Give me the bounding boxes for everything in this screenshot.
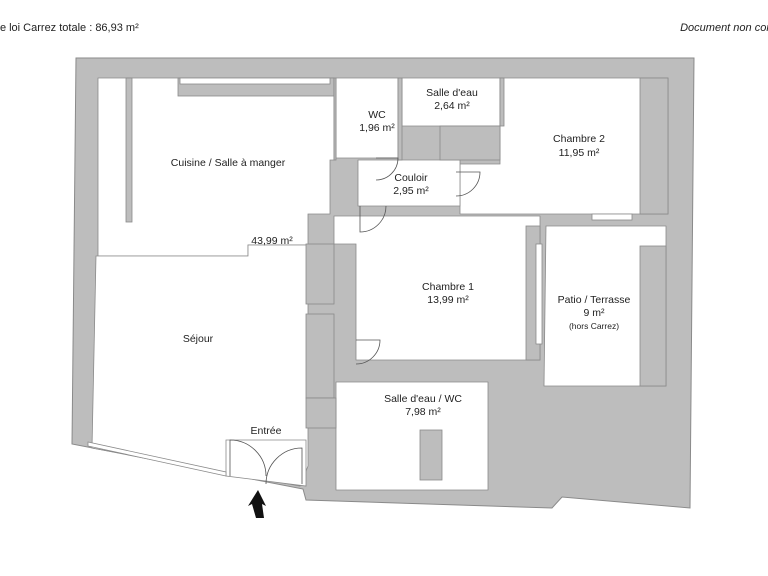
label-salle-eau-area: 2,64 m² xyxy=(434,100,470,112)
label-patio-name: Patio / Terrasse xyxy=(558,294,631,306)
windows xyxy=(87,77,633,477)
label-salle-eau-wc-area: 7,98 m² xyxy=(405,406,441,418)
floor-salle-eau-wc xyxy=(335,381,489,491)
floor-wc xyxy=(335,77,399,159)
window-patio xyxy=(535,243,543,345)
label-patio-note: (hors Carrez) xyxy=(569,321,619,331)
label-cuisine-area: 43,99 m² xyxy=(251,235,293,247)
door-chambre1 xyxy=(359,205,387,233)
window-chambre2 xyxy=(591,213,633,221)
floor-sejour xyxy=(91,244,309,487)
label-wc-area: 1,96 m² xyxy=(359,122,395,134)
label-entree-name: Entrée xyxy=(251,425,282,437)
room-floors xyxy=(91,77,669,491)
floor-couloir xyxy=(357,159,461,207)
door-couloir xyxy=(455,171,481,197)
label-salle-eau-name: Salle d'eau xyxy=(426,87,478,99)
window-cuisine xyxy=(179,77,331,85)
label-chambre2-area: 11,95 m² xyxy=(559,147,600,159)
total-surface-text: cie loi Carrez totale : 86,93 m² xyxy=(0,22,139,34)
label-patio-area: 9 m² xyxy=(584,307,606,319)
room-labels: Cuisine / Salle à manger 43,99 m² Séjour… xyxy=(171,87,631,437)
label-cuisine-name: Cuisine / Salle à manger xyxy=(171,157,286,169)
door-entree-left xyxy=(229,439,267,477)
entrance-arrow-icon xyxy=(248,490,266,518)
label-chambre2-name: Chambre 2 xyxy=(553,133,605,145)
door-salle-eau-wc xyxy=(355,339,381,365)
label-wc-name: WC xyxy=(368,109,386,121)
door-wc xyxy=(375,157,399,181)
doors xyxy=(229,157,481,485)
label-chambre1-area: 13,99 m² xyxy=(427,294,469,306)
label-couloir-area: 2,95 m² xyxy=(393,185,429,197)
window-sejour xyxy=(87,441,227,477)
label-sejour-name: Séjour xyxy=(183,333,214,345)
door-entree-right xyxy=(265,447,303,485)
label-couloir-name: Couloir xyxy=(394,172,428,184)
label-salle-eau-wc-name: Salle d'eau / WC xyxy=(384,393,462,405)
label-chambre1-name: Chambre 1 xyxy=(422,281,474,293)
document-notice-text: Document non cor xyxy=(680,22,768,34)
